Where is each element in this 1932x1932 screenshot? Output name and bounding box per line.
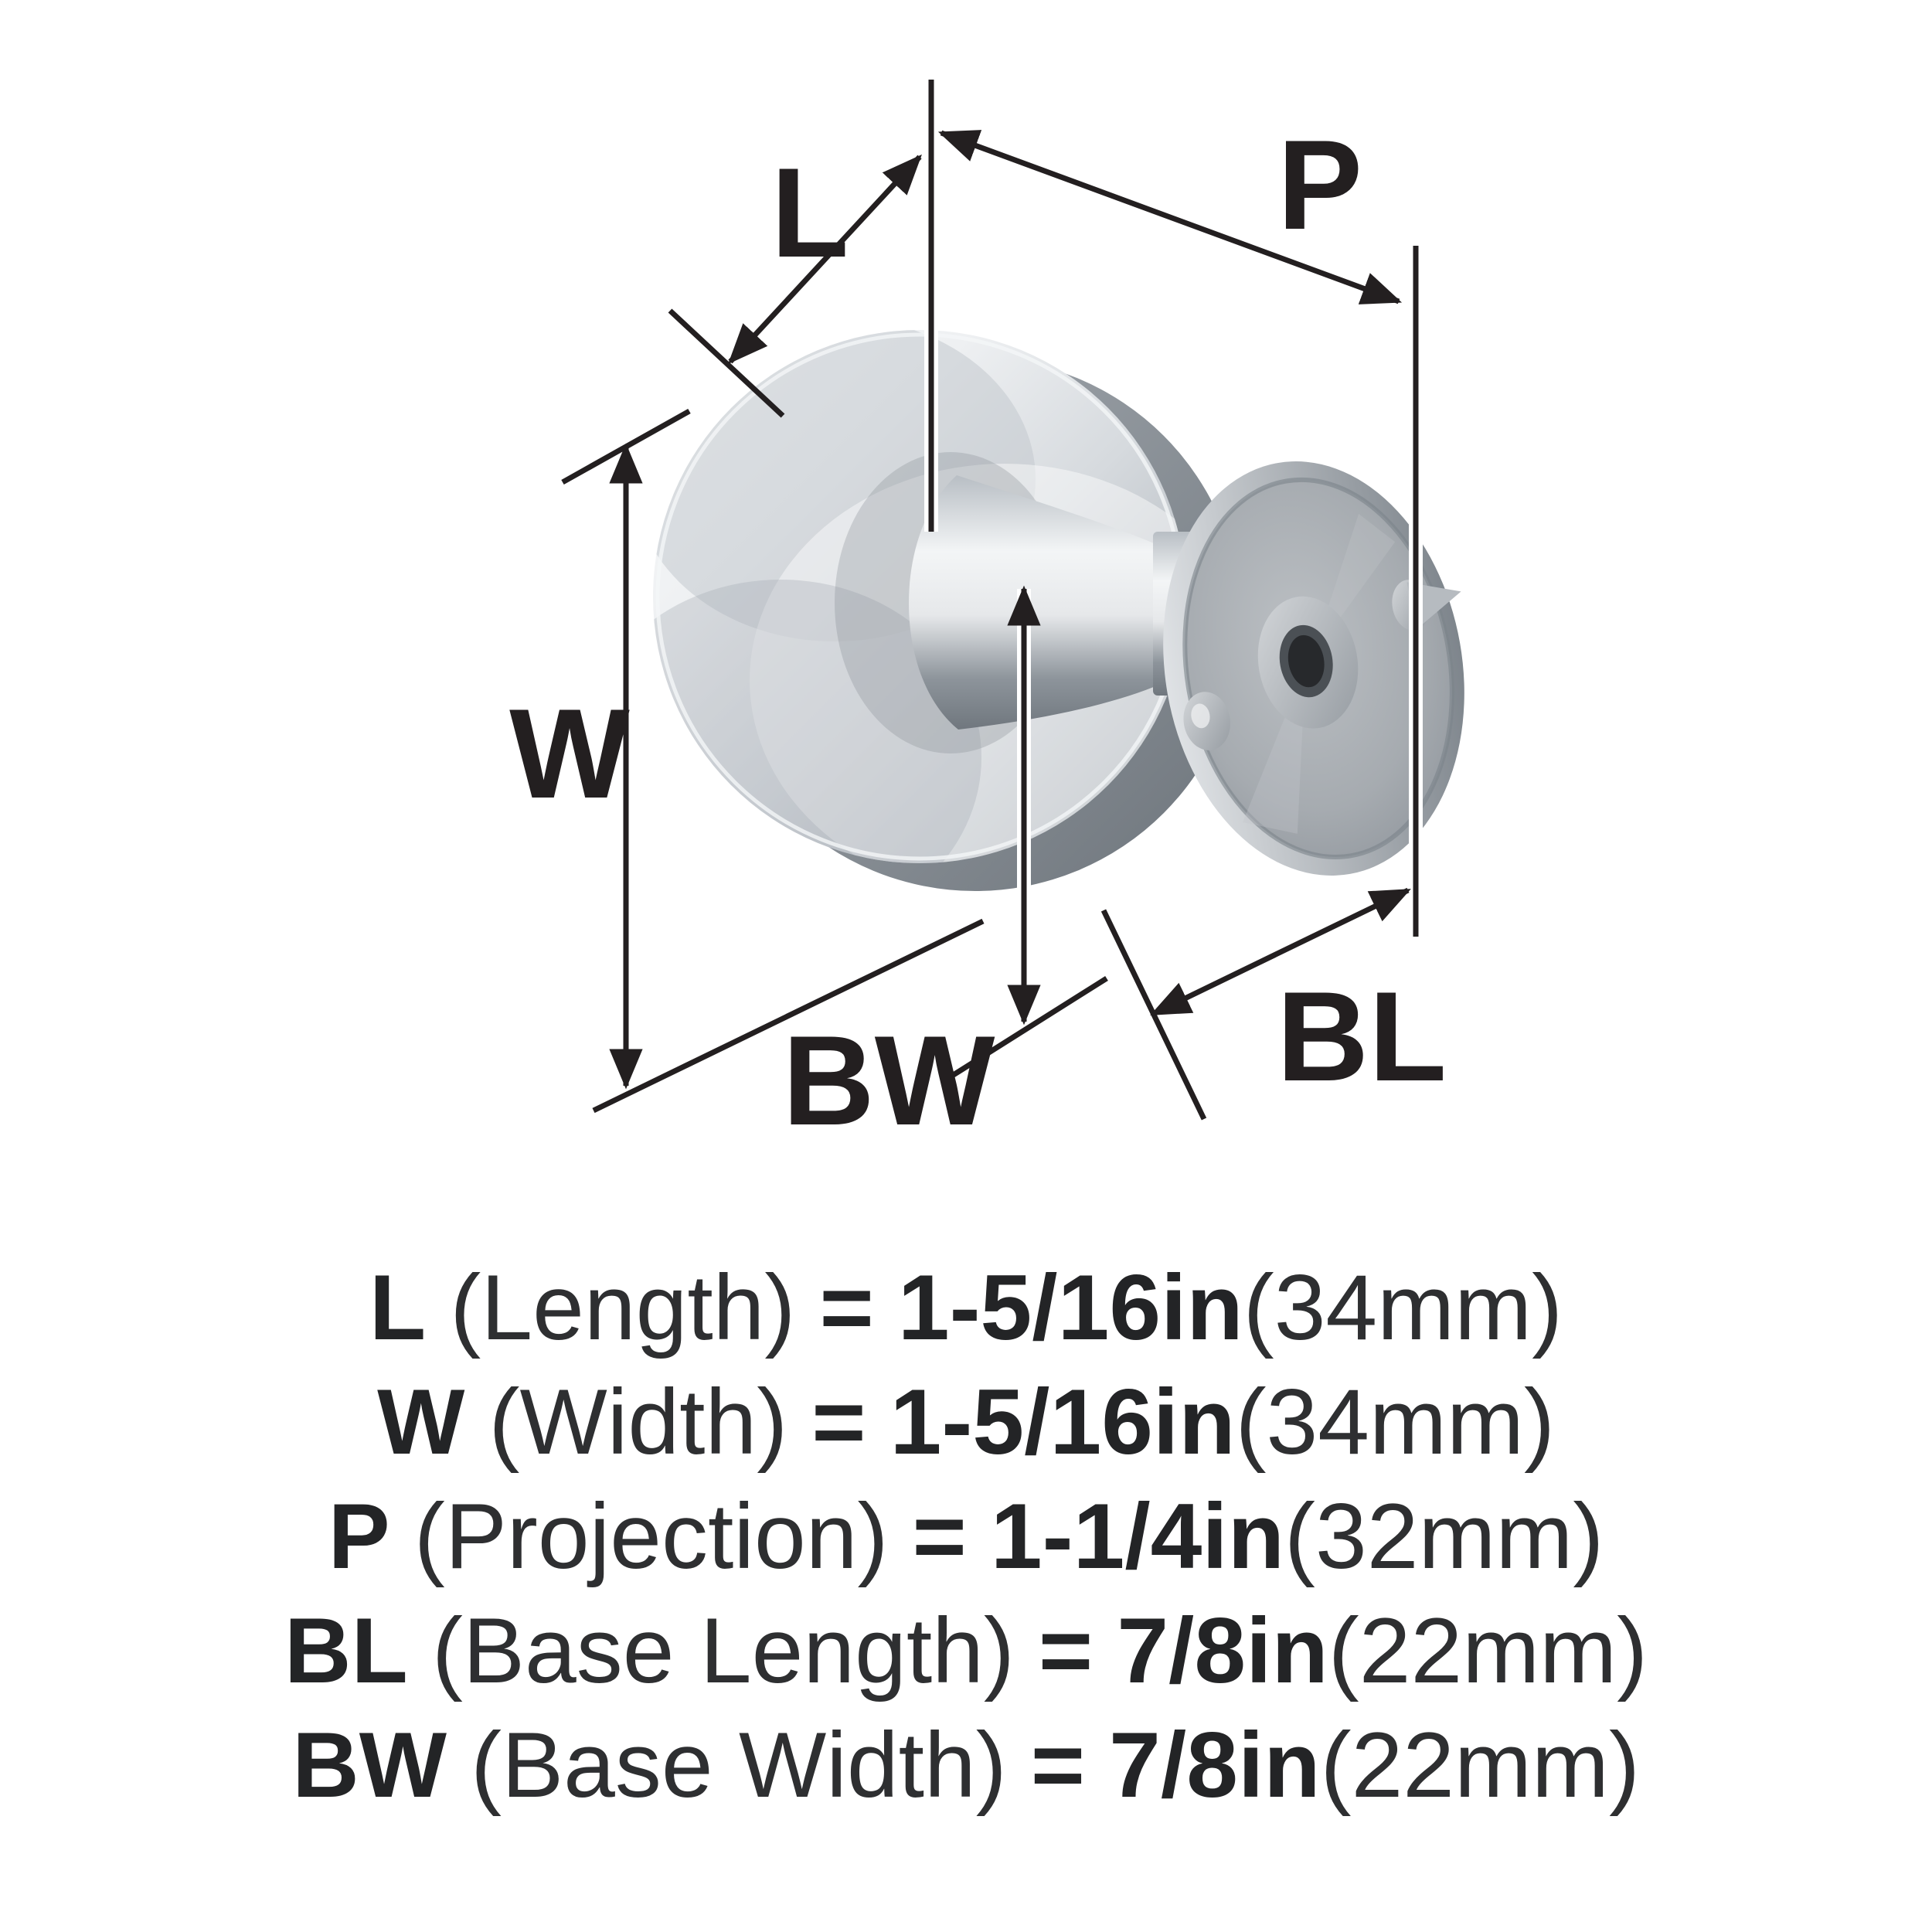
spec-value: 7/8in <box>1117 1599 1328 1702</box>
dimension-arrow-bl <box>1150 887 1411 1017</box>
spec-abbr: W <box>377 1370 465 1474</box>
tick-bw-bottom <box>951 976 1108 1078</box>
tick-w-bottom-diagonal <box>592 918 985 1114</box>
spec-line-projection: P (Projection) = 1-1/4in (32mm) <box>328 1479 1604 1594</box>
spec-name: (Width) <box>488 1370 788 1474</box>
spec-metric: (34mm) <box>1243 1256 1563 1359</box>
spec-abbr: BL <box>284 1599 408 1702</box>
spec-equals: = <box>819 1256 874 1359</box>
spec-line-base-width: BW (Base Width) = 7/8in (22mm) <box>292 1708 1640 1822</box>
spec-equals: = <box>811 1370 866 1474</box>
spec-metric: (32mm) <box>1284 1485 1604 1588</box>
label-projection: P <box>1277 114 1362 256</box>
spec-value: 1-5/16in <box>897 1256 1243 1359</box>
spec-abbr: P <box>328 1485 390 1588</box>
spec-metric: (34mm) <box>1235 1370 1555 1474</box>
label-base-width: BW <box>783 1009 995 1151</box>
dimension-spec-list: L (Length) = 1-5/16in (34mm) W (Width) =… <box>0 1250 1932 1822</box>
spec-line-width: W (Width) = 1-5/16in (34mm) <box>377 1365 1555 1479</box>
knob-illustration <box>653 330 1464 891</box>
dimension-arrow-p <box>937 130 1403 304</box>
spec-name: (Base Width) <box>471 1713 1007 1817</box>
spec-equals: = <box>912 1485 967 1588</box>
spec-value: 1-1/4in <box>990 1485 1285 1588</box>
tick-l-left <box>668 308 785 418</box>
spec-line-length: L (Length) = 1-5/16in (34mm) <box>369 1250 1563 1365</box>
dimension-lines <box>561 80 1423 1121</box>
spec-equals: = <box>1030 1713 1085 1817</box>
spec-name: (Projection) <box>413 1485 889 1588</box>
knob-base-plate <box>1163 461 1464 876</box>
spec-value: 1-5/16in <box>889 1370 1236 1474</box>
spec-name: (Length) <box>450 1256 796 1359</box>
spec-line-base-length: BL (Base Length) = 7/8in (22mm) <box>284 1594 1648 1708</box>
spec-equals: = <box>1039 1599 1094 1702</box>
label-width: W <box>509 682 630 825</box>
spec-metric: (22mm) <box>1328 1599 1648 1702</box>
spec-abbr: L <box>369 1256 427 1359</box>
spec-metric: (22mm) <box>1320 1713 1640 1817</box>
label-length: L <box>771 141 849 284</box>
label-base-length: BL <box>1277 965 1447 1107</box>
spec-name: (Base Length) <box>432 1599 1015 1702</box>
spec-abbr: BW <box>292 1713 447 1817</box>
spec-value: 7/8in <box>1109 1713 1321 1817</box>
dimension-arrow-l <box>728 154 922 365</box>
